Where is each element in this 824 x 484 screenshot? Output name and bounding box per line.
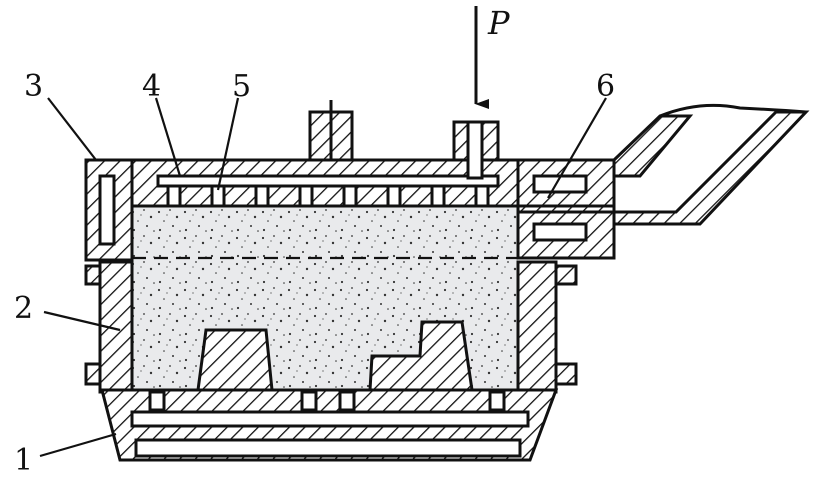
blow-head (130, 158, 520, 208)
vent-holes (166, 184, 490, 208)
label-1: 1 (14, 443, 33, 478)
guide-boss (308, 100, 354, 162)
label-6: 6 (596, 69, 615, 104)
leader-lines (39, 97, 607, 458)
bottom-vent-plate (100, 388, 559, 462)
label-3: 3 (24, 69, 43, 104)
vent-plate (156, 174, 500, 188)
left-clamp (84, 158, 134, 262)
label-4: 4 (142, 69, 161, 104)
air-manifold (516, 158, 616, 260)
label-5: 5 (232, 69, 251, 104)
supply-pipe (612, 103, 810, 226)
core-insert-left (196, 328, 274, 392)
label-force-p: P (487, 4, 510, 42)
label-2: 2 (14, 291, 33, 326)
pressure-inlet (452, 120, 500, 180)
